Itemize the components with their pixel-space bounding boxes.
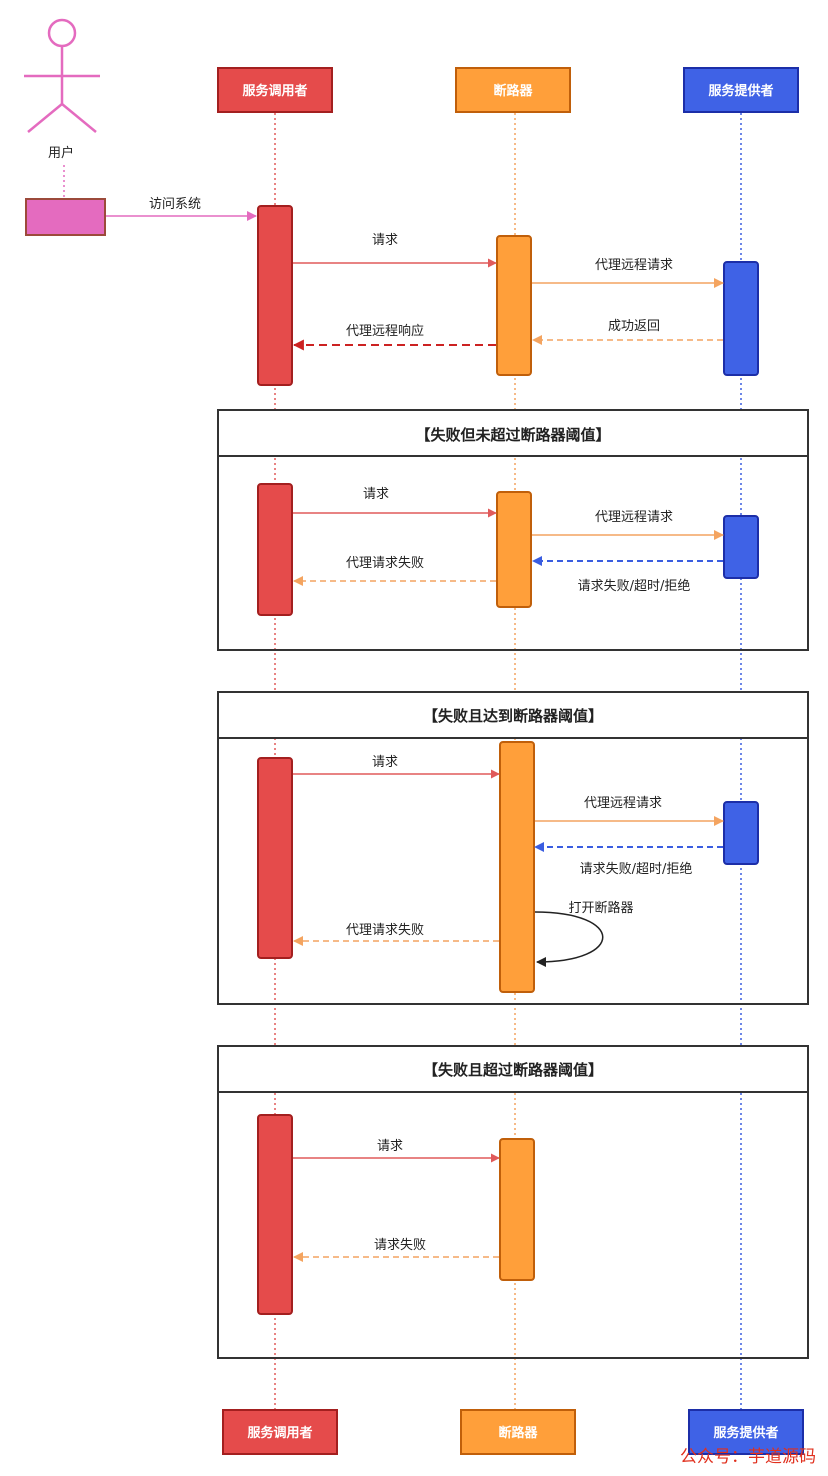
provider-header-top: 服务提供者 (683, 67, 799, 113)
caller-activation-1 (257, 205, 293, 386)
caller-header-bottom: 服务调用者 (222, 1409, 338, 1455)
provider-header-bottom-label: 服务提供者 (713, 1425, 778, 1441)
frame-below-threshold-title: 【失败但未超过断路器阈值】 (415, 426, 610, 444)
msg-open-breaker-label: 打开断路器 (568, 900, 633, 916)
breaker-header-top: 断路器 (455, 67, 571, 113)
caller-activation-4 (257, 1114, 293, 1315)
msg-proxy-remote-response-label: 代理远程响应 (346, 323, 424, 339)
breaker-header-bottom: 断路器 (460, 1409, 576, 1455)
msg-request-3-label: 请求 (372, 755, 398, 770)
msg-proxy-request-failed-3-label: 代理请求失败 (346, 923, 424, 938)
breaker-header-bottom-label: 断路器 (498, 1425, 538, 1441)
provider-header-top-label: 服务提供者 (708, 83, 773, 99)
msg-request-4-label: 请求 (377, 1139, 403, 1154)
provider-activation-2 (723, 515, 759, 579)
msg-request-2-label: 请求 (363, 487, 389, 502)
user-actor-icon (24, 18, 100, 133)
breaker-activation-2 (496, 491, 532, 608)
breaker-activation-3 (499, 741, 535, 993)
caller-header-top-label: 服务调用者 (242, 83, 307, 99)
msg-visit-system-label: 访问系统 (149, 197, 201, 212)
frame-exceed-threshold-title: 【失败且超过断路器阈值】 (423, 1061, 603, 1079)
provider-activation-3 (723, 801, 759, 865)
msg-success-return-label: 成功返回 (608, 319, 660, 334)
frame-exceed-threshold: 【失败且超过断路器阈值】 (217, 1045, 809, 1359)
msg-proxy-remote-request-3-label: 代理远程请求 (584, 796, 662, 811)
msg-request-failed-4-label: 请求失败 (374, 1238, 426, 1253)
frame-reach-threshold: 【失败且达到断路器阈值】 (217, 691, 809, 1005)
frame-below-threshold: 【失败但未超过断路器阈值】 (217, 409, 809, 651)
frame-reach-threshold-title: 【失败且达到断路器阈值】 (423, 707, 603, 725)
msg-request-1-label: 请求 (372, 233, 398, 248)
caller-activation-2 (257, 483, 293, 616)
provider-activation-1 (723, 261, 759, 376)
user-actor-label: 用户 (48, 145, 74, 161)
breaker-activation-1 (496, 235, 532, 376)
breaker-activation-4 (499, 1138, 535, 1281)
watermark-text: 公众号：芋道源码 (680, 1447, 816, 1467)
caller-header-top: 服务调用者 (217, 67, 333, 113)
msg-proxy-remote-request-1-label: 代理远程请求 (595, 258, 673, 273)
provider-header-bottom: 服务提供者 (688, 1409, 804, 1455)
caller-header-bottom-label: 服务调用者 (247, 1425, 312, 1441)
msg-fail-timeout-reject-2-label: 请求失败/超时/拒绝 (578, 578, 691, 594)
msg-proxy-remote-request-2-label: 代理远程请求 (595, 510, 673, 525)
msg-fail-timeout-reject-3-label: 请求失败/超时/拒绝 (580, 861, 693, 877)
msg-proxy-request-failed-2-label: 代理请求失败 (346, 556, 424, 571)
user-activation (25, 198, 106, 236)
msg-open-breaker-self-arrow (534, 911, 604, 967)
caller-activation-3 (257, 757, 293, 959)
breaker-header-top-label: 断路器 (493, 83, 533, 99)
